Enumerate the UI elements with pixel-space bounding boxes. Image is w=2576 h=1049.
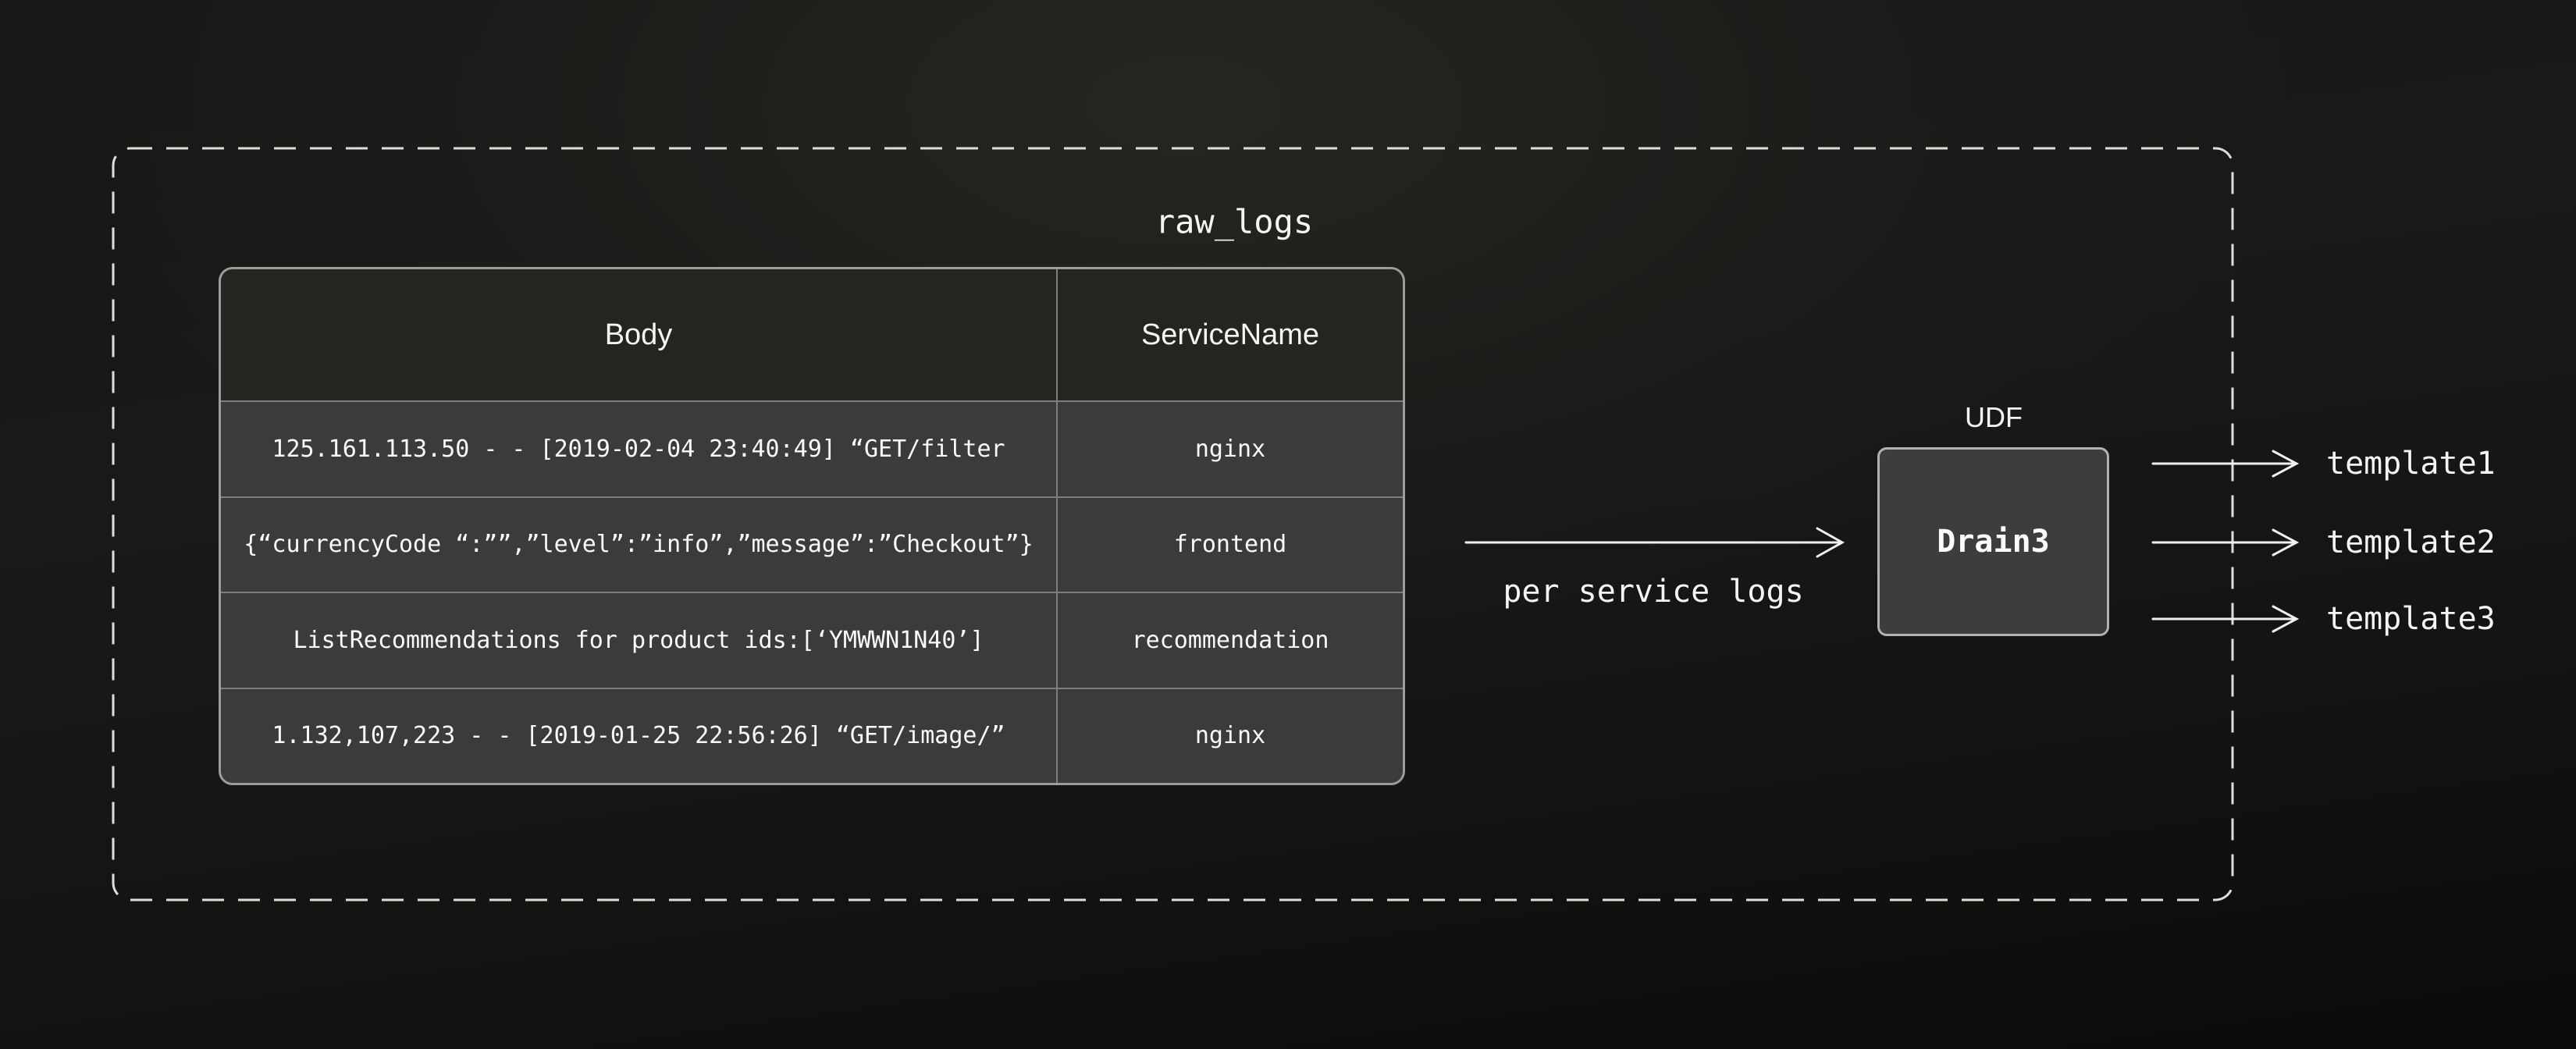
raw-logs-boundary [112, 147, 2234, 901]
table-row-1-service: frontend [1058, 497, 1403, 592]
table-row-1-body: {“currencyCode “:””,”level”:”info”,”mess… [221, 497, 1056, 592]
output-template2-label: template2 [2326, 524, 2496, 560]
raw-logs-label: raw_logs [1155, 202, 1314, 241]
table-row-0-body: 125.161.113.50 - - [2019-02-04 23:40:49]… [221, 402, 1056, 496]
output-template3-label: template3 [2326, 601, 2496, 637]
output-template1-label: template1 [2326, 446, 2496, 482]
per-service-logs-label: per service logs [1503, 574, 1804, 610]
column-header-servicename: ServiceName [1058, 269, 1403, 400]
drain3-box: Drain3 [1877, 447, 2109, 636]
table-row-0-service: nginx [1058, 402, 1403, 496]
table-row-3-body: 1.132,107,223 - - [2019-01-25 22:56:26] … [221, 688, 1056, 783]
table-row-3-service: nginx [1058, 688, 1403, 783]
template2-arrow [2151, 528, 2300, 557]
table-row-2-service: recommendation [1058, 593, 1403, 688]
udf-label: UDF [1965, 401, 2023, 433]
template3-arrow [2151, 605, 2300, 633]
drain3-label: Drain3 [1937, 524, 2050, 560]
column-header-body: Body [221, 269, 1056, 400]
template1-arrow [2151, 450, 2300, 478]
per-service-logs-arrow [1464, 527, 1845, 558]
raw-logs-table: Body ServiceName 125.161.113.50 - - [201… [219, 267, 1405, 785]
table-row-2-body: ListRecommendations for product ids:[‘YM… [221, 593, 1056, 688]
